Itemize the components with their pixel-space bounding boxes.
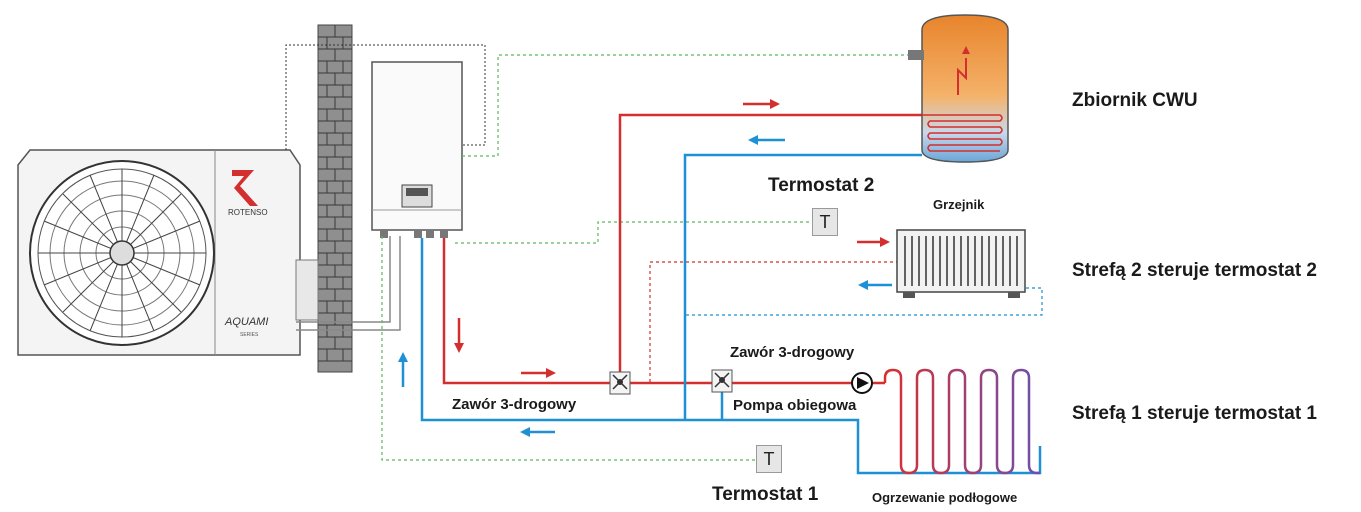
outdoor-unit: ROTENSO AQUAMI SERIES	[17, 149, 319, 356]
valve-lower-label: Zawór 3-drogowy	[452, 396, 577, 413]
rotenso-logo	[232, 170, 258, 206]
valve-upper-label: Zawór 3-drogowy	[730, 344, 855, 361]
zone-2-label: Strefą 2 steruje termostat 2	[1072, 260, 1317, 281]
brick-wall-icon	[317, 24, 353, 373]
tank-label: Zbiornik CWU	[1072, 90, 1198, 111]
tank-coil	[922, 114, 1003, 152]
refrigerant-pipes	[296, 236, 401, 331]
radiator-label: Grzejnik	[933, 197, 985, 212]
heat-arrow-icon	[957, 58, 967, 95]
arrow-icon	[398, 99, 892, 437]
radiator-return	[686, 287, 1043, 316]
fan-icon	[29, 160, 215, 346]
wiring	[285, 44, 486, 150]
thermostat-2-icon: T	[812, 208, 838, 236]
thermostat-1-icon: T	[756, 445, 782, 473]
supply-pipes	[442, 113, 922, 385]
return-pipes	[420, 153, 1042, 475]
signal-lines	[381, 54, 910, 461]
pump-icon	[851, 372, 873, 394]
pump-label: Pompa obiegowa	[733, 397, 857, 414]
thermostat-2-label: Termostat 2	[768, 175, 875, 196]
indoor-unit	[371, 61, 463, 238]
three-way-valve-icon	[609, 371, 631, 395]
floor-heating-label: Ogrzewanie podłogowe	[872, 490, 1018, 505]
series-sub-label: SERIES	[240, 332, 259, 338]
thermostat-1-label: Termostat 1	[712, 484, 819, 505]
series-label: AQUAMI	[224, 316, 268, 328]
three-way-valve-icon	[711, 369, 733, 393]
heating-coil-icon	[883, 368, 1040, 475]
zone-1-label: Strefą 1 steruje termostat 1	[1072, 403, 1317, 424]
radiator-supply	[649, 261, 897, 382]
dhw-tank	[908, 14, 1009, 163]
radiator-icon	[896, 229, 1026, 298]
brand-label: ROTENSO	[228, 208, 268, 217]
